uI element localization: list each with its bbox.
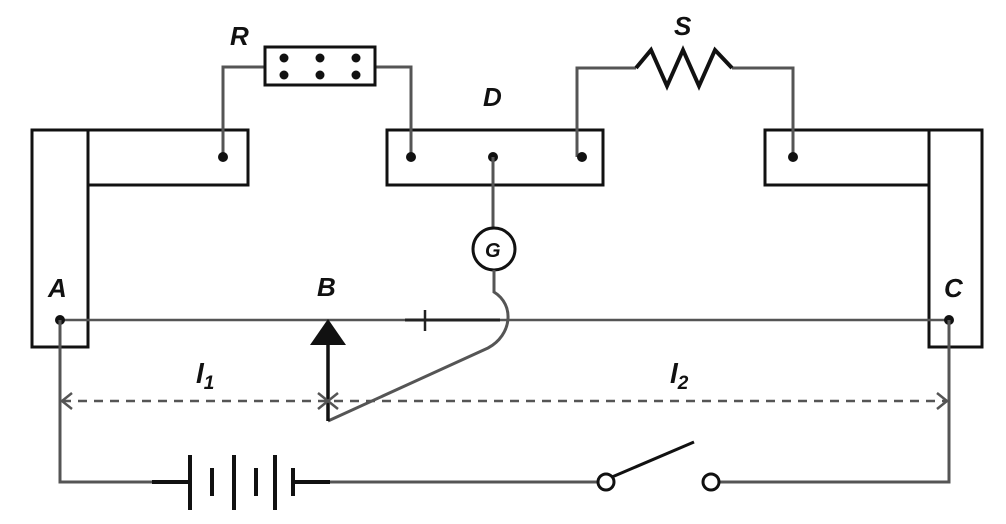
label-l2: l2: [670, 358, 689, 394]
label-a: A: [47, 273, 67, 303]
label-c: C: [944, 273, 964, 303]
left-copper-strip: [30, 128, 250, 349]
label-l1-sub: 1: [204, 373, 215, 394]
key-switch: [596, 440, 721, 492]
arrow-left-end-a: [59, 392, 73, 410]
label-l1: l1: [196, 358, 214, 394]
label-l2-sub: 2: [677, 373, 689, 394]
wire-s-to-right: [732, 66, 795, 157]
label-b: B: [317, 272, 336, 302]
arrow-left-end-b2: [325, 392, 339, 410]
label-l1-main: l: [196, 358, 205, 389]
jockey-arrowhead: [310, 319, 346, 345]
right-copper-strip: [763, 128, 984, 349]
terminal-dot-d-right: [577, 152, 587, 162]
label-s: S: [674, 11, 692, 41]
label-r: R: [230, 21, 249, 51]
wire-d-to-s: [575, 66, 636, 157]
label-l2-main: l: [670, 358, 679, 389]
label-d: D: [483, 82, 502, 112]
label-g: G: [485, 240, 501, 262]
resistance-box: [263, 45, 377, 87]
arrow-right-end-c: [936, 392, 950, 410]
resistor-zigzag: [634, 45, 734, 91]
wire-r-to-d: [375, 65, 413, 157]
terminal-dot-left-strip: [218, 152, 228, 162]
galvanometer-lead: [327, 270, 510, 423]
wire-left-to-r: [221, 65, 265, 157]
terminal-dot-d-left: [406, 152, 416, 162]
battery: [152, 455, 330, 510]
terminal-dot-right-strip: [788, 152, 798, 162]
wire-key-to-c: [720, 320, 951, 484]
wire-a-down: [58, 320, 152, 484]
